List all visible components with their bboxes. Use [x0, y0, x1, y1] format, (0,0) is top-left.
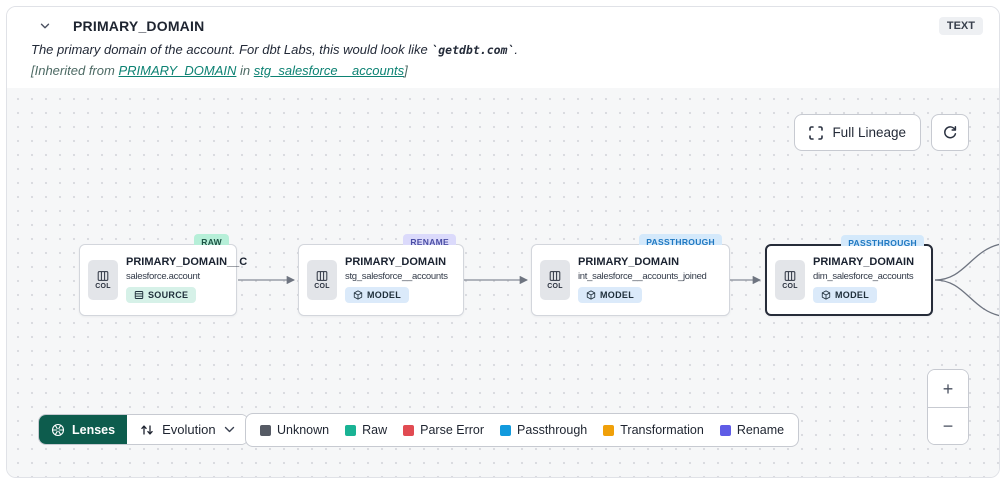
columns-icon [784, 271, 796, 281]
lenses-control: Lenses Evolution [38, 414, 249, 445]
columns-icon [549, 271, 561, 281]
aperture-icon [51, 423, 65, 436]
node-column-name: PRIMARY_DOMAIN__C [126, 255, 248, 268]
legend-item: Raw [345, 423, 387, 437]
zoom-out-button[interactable]: − [928, 407, 968, 444]
node-model-name: stg_salesforce__accounts [345, 270, 448, 282]
model-cube-icon [586, 289, 596, 300]
legend-swatch [345, 424, 357, 436]
model-cube-icon [821, 289, 831, 300]
zoom-controls: + − [927, 369, 969, 445]
columns-icon [97, 271, 109, 281]
chevron-down-icon [40, 23, 50, 29]
column-header: PRIMARY_DOMAIN TEXT The primary domain o… [7, 7, 999, 88]
column-type-chip: COL [775, 260, 805, 300]
lineage-node-intermediate[interactable]: PASSTHROUGH COL PRIMARY_DOMAIN int_sales… [531, 234, 730, 316]
node-model-name: salesforce.account [126, 270, 200, 282]
columns-icon [316, 271, 328, 281]
legend-swatch [719, 424, 731, 436]
resource-type-badge: SOURCE [126, 286, 197, 303]
resource-type-badge: MODEL [578, 286, 642, 303]
inherited-column-link[interactable]: PRIMARY_DOMAIN [118, 63, 237, 78]
description-period: . [514, 42, 519, 57]
column-card: PRIMARY_DOMAIN TEXT The primary domain o… [6, 6, 1000, 478]
lineage-node-source[interactable]: RAW COL PRIMARY_DOMAIN__C salesforce.acc… [79, 234, 248, 316]
legend-item: Passthrough [500, 423, 587, 437]
lens-dropdown[interactable]: Evolution [127, 415, 248, 444]
refresh-icon [944, 125, 957, 138]
evolution-icon [141, 424, 153, 435]
legend-swatch [603, 424, 615, 436]
graph-toolbar: Full Lineage [794, 114, 969, 151]
legend-item: Parse Error [403, 423, 484, 437]
node-column-name: PRIMARY_DOMAIN [578, 255, 680, 268]
description-text: The primary domain of the account. For d… [31, 42, 432, 57]
node-model-name: int_salesforce__accounts_joined [578, 270, 707, 282]
legend-item: Rename [719, 423, 784, 437]
legend-swatch [403, 424, 415, 436]
lineage-canvas[interactable]: Full Lineage RAW [7, 88, 999, 477]
description-code: `getdbt.com` [431, 43, 515, 57]
expand-icon [809, 125, 824, 140]
full-lineage-button[interactable]: Full Lineage [794, 114, 921, 151]
node-column-name: PRIMARY_DOMAIN [345, 255, 447, 268]
legend-swatch [260, 424, 271, 436]
source-table-icon [134, 290, 144, 299]
evolution-legend: Unknown Raw Parse Error Passthrough Tran… [245, 413, 800, 447]
legend-item: Unknown [260, 423, 329, 437]
model-cube-icon [353, 289, 363, 300]
lenses-button[interactable]: Lenses [39, 415, 128, 444]
inherited-note: [Inherited from PRIMARY_DOMAIN in stg_sa… [31, 63, 408, 78]
column-type-chip: COL [540, 260, 570, 300]
selected-lens-label: Evolution [162, 422, 216, 437]
collapse-chevron-button[interactable] [39, 20, 51, 32]
refresh-button[interactable] [931, 114, 969, 151]
lineage-node-dim-selected[interactable]: PASSTHROUGH COL PRIMARY_DOMAIN dim_sales… [765, 235, 933, 316]
node-model-name: dim_salesforce_accounts [813, 270, 914, 282]
zoom-in-button[interactable]: + [928, 370, 968, 407]
column-description: The primary domain of the account. For d… [31, 42, 983, 57]
column-type-chip: COL [307, 260, 337, 300]
column-type-chip: COL [88, 260, 118, 300]
full-lineage-label: Full Lineage [832, 125, 906, 140]
data-type-badge: TEXT [938, 17, 983, 35]
column-name: PRIMARY_DOMAIN [73, 18, 205, 34]
legend-swatch [500, 424, 512, 436]
resource-type-badge: MODEL [345, 286, 409, 303]
node-column-name: PRIMARY_DOMAIN [813, 255, 915, 268]
inherited-model-link[interactable]: stg_salesforce__accounts [253, 63, 405, 78]
legend-item: Transformation [603, 423, 704, 437]
lenses-label: Lenses [72, 422, 116, 437]
resource-type-badge: MODEL [813, 286, 877, 303]
chevron-down-icon [224, 426, 234, 433]
lineage-node-staging[interactable]: RENAME COL PRIMARY_DOMAIN stg_salesforce… [298, 234, 464, 316]
